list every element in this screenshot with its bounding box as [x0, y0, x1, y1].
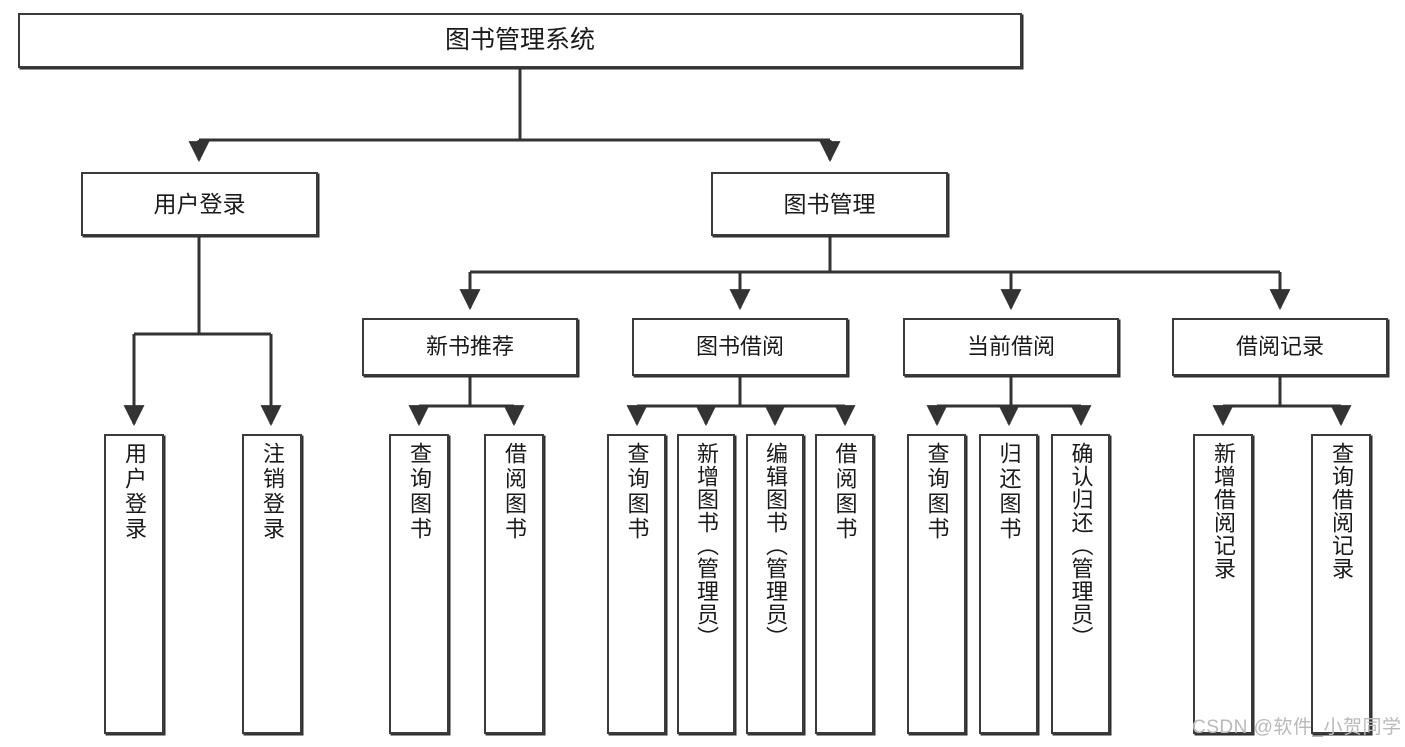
node-label: 借阅图书: [502, 442, 527, 542]
node-new-book-recommend[interactable]: 新书推荐: [362, 318, 578, 376]
node-label: 图书管理: [783, 190, 876, 217]
node-label: 当前借阅: [966, 334, 1055, 360]
leaf-confirm-return-admin[interactable]: 确认归还（管理员）: [1051, 434, 1110, 734]
node-label: 编辑图书（管理员）: [763, 442, 788, 649]
leaf-new-book-query-book[interactable]: 查询图书: [389, 434, 449, 734]
leaf-return-book[interactable]: 归还图书: [979, 434, 1038, 734]
node-label: 用户登录: [153, 190, 246, 217]
node-book-borrow[interactable]: 图书借阅: [632, 318, 848, 376]
node-root-system[interactable]: 图书管理系统: [18, 13, 1022, 68]
node-label: 查询图书: [624, 442, 650, 542]
node-label: 新书推荐: [425, 334, 514, 360]
node-label: 新增借阅记录: [1211, 442, 1236, 580]
leaf-logout[interactable]: 注销登录: [242, 434, 302, 734]
leaf-edit-book-admin[interactable]: 编辑图书（管理员）: [746, 434, 804, 734]
node-label: 用户登录: [122, 442, 147, 542]
leaf-borrow-query-book[interactable]: 查询图书: [607, 434, 666, 734]
node-label: 确认归还（管理员）: [1068, 442, 1094, 649]
node-label: 查询借阅记录: [1329, 442, 1354, 580]
node-label: 查询图书: [924, 442, 950, 542]
leaf-user-login[interactable]: 用户登录: [104, 434, 164, 734]
node-label: 注销登录: [260, 442, 285, 542]
node-label: 查询图书: [407, 442, 432, 542]
watermark: CSDN @软件_小贺同学: [1192, 717, 1402, 738]
node-borrow-record[interactable]: 借阅记录: [1172, 318, 1388, 376]
leaf-add-book-admin[interactable]: 新增图书（管理员）: [677, 434, 735, 734]
node-label: 归还图书: [996, 442, 1022, 542]
leaf-new-book-borrow-book[interactable]: 借阅图书: [484, 434, 544, 734]
node-current-borrow[interactable]: 当前借阅: [903, 318, 1119, 376]
node-label: 借阅记录: [1235, 334, 1324, 360]
leaf-borrow-book[interactable]: 借阅图书: [815, 434, 874, 734]
node-label: 图书借阅: [695, 334, 784, 360]
leaf-add-borrow-record[interactable]: 新增借阅记录: [1193, 434, 1253, 734]
node-label: 图书管理系统: [444, 26, 595, 55]
leaf-current-query-book[interactable]: 查询图书: [907, 434, 966, 734]
node-label: 借阅图书: [832, 442, 858, 542]
node-user-login[interactable]: 用户登录: [81, 172, 318, 236]
leaf-query-borrow-record[interactable]: 查询借阅记录: [1311, 434, 1371, 734]
node-label: 新增图书（管理员）: [694, 442, 719, 649]
node-book-management[interactable]: 图书管理: [711, 172, 948, 236]
